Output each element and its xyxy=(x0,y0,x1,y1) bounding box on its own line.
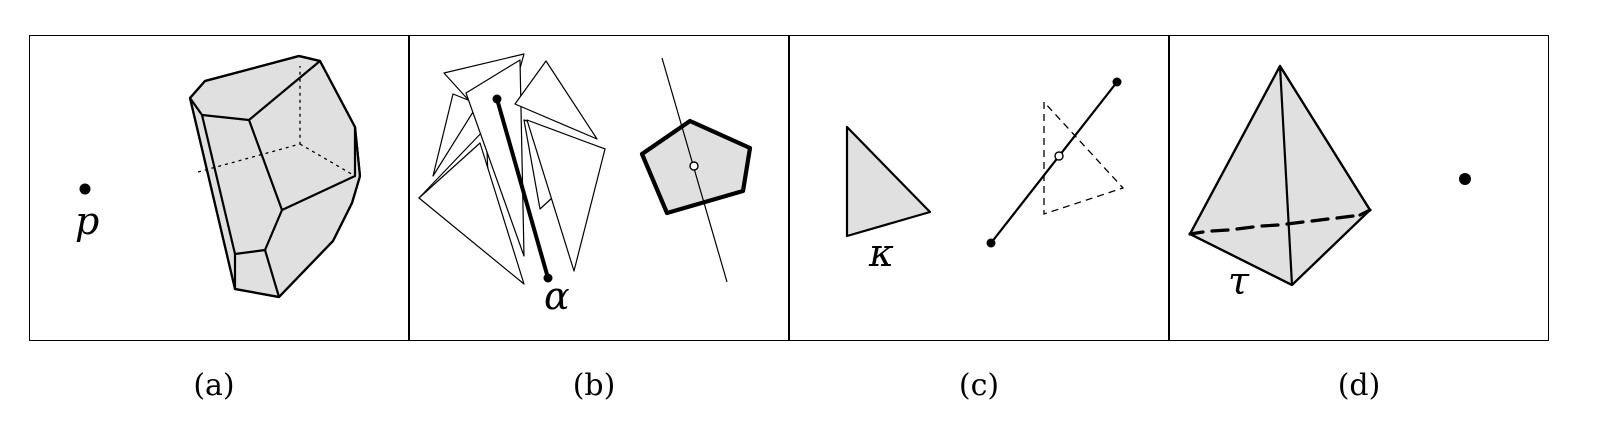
panel-a-drawing: p xyxy=(75,54,362,299)
panel-d-drawing: τ xyxy=(1188,64,1471,303)
panel-b: α xyxy=(409,35,789,341)
caption-c: (c) xyxy=(958,368,1000,403)
tetrahedron-tau xyxy=(1188,64,1372,287)
edge-alpha xyxy=(495,97,550,280)
panel-a: p xyxy=(29,35,409,341)
pentagon-with-line xyxy=(639,57,753,283)
wireframe-simplices xyxy=(418,53,606,285)
point-p xyxy=(79,183,91,195)
edge-alpha-endpoint xyxy=(543,273,553,283)
panel-c-drawing: κ xyxy=(845,77,1125,275)
caption-a: (a) xyxy=(193,368,235,403)
polytope xyxy=(188,54,362,299)
panel-c: κ xyxy=(789,35,1169,341)
caption-b: (b) xyxy=(572,368,616,403)
panel-d: τ xyxy=(1169,35,1549,341)
triangle-kappa xyxy=(845,125,932,238)
edge-alpha-endpoint xyxy=(492,94,502,104)
point xyxy=(1459,173,1471,185)
label-kappa: κ xyxy=(868,231,894,275)
segment-and-dashed-triangle xyxy=(986,77,1125,248)
panel-b-drawing: α xyxy=(418,53,753,318)
label-p: p xyxy=(75,199,99,243)
caption-d: (d) xyxy=(1337,368,1381,403)
label-tau: τ xyxy=(1228,259,1250,303)
label-alpha: α xyxy=(544,274,570,318)
